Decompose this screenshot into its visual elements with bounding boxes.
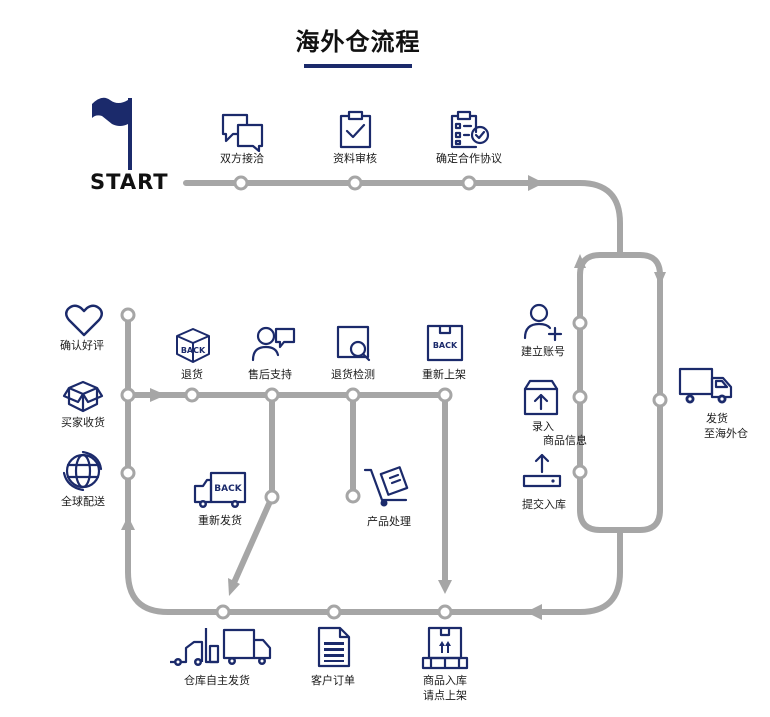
step-negotiate: 双方接洽 [220,152,264,165]
forklift-truck-icon [170,628,272,666]
step-agreement: 确定合作协议 [436,152,502,165]
start-label: START [90,170,169,194]
hand-cart-icon [363,466,409,507]
step-reship: 重新发货 [198,514,242,527]
add-user-icon [523,303,563,342]
step-product-info-2: 商品信息 [543,434,587,447]
globe-icon [63,451,103,491]
step-return: 退货 [181,368,203,381]
chat-bubbles-icon [221,113,264,152]
step-inbound-2: 请点上架 [423,689,467,702]
heart-icon [65,304,103,337]
document-icon [317,626,351,668]
step-inbound-1: 商品入库 [423,674,467,687]
reshelve-box-text: BACK [433,341,458,350]
step-order: 客户订单 [311,674,355,687]
step-review: 资料审核 [333,152,377,165]
step-global: 全球配送 [61,495,105,508]
step-submit: 提交入库 [522,498,566,511]
clipboard-check-icon [339,110,372,149]
step-account: 建立账号 [521,345,565,358]
step-ship-2: 至海外仓 [704,427,748,440]
checklist-icon [450,110,490,149]
step-process: 产品处理 [367,515,411,528]
step-ship-1: 发货 [706,412,728,425]
step-receive: 买家收货 [61,416,105,429]
back-truck-icon: BACK [193,471,247,508]
step-aftersale: 售后支持 [248,368,292,381]
upload-tray-icon [522,453,562,488]
step-review-good: 确认好评 [60,339,104,352]
step-reshelve: 重新上架 [422,368,466,381]
pallet-box-icon [421,626,469,670]
back-truck-text: BACK [214,484,242,494]
title-underline [304,64,412,68]
step-warehouse-ship: 仓库自主发货 [184,674,250,687]
back-box-text: BACK [181,346,206,355]
back-box-icon: BACK [426,324,464,362]
upload-box-icon [523,379,559,416]
support-person-icon [251,326,296,362]
magnifier-box-icon [336,325,371,362]
step-inspect: 退货检测 [331,368,375,381]
flag-icon [92,97,132,170]
page-title: 海外仓流程 [295,28,421,56]
delivery-truck-icon [678,367,733,404]
back-box-icon: BACK [176,328,210,363]
open-box-icon [62,380,104,413]
step-product-info-1: 录入 [532,420,554,433]
